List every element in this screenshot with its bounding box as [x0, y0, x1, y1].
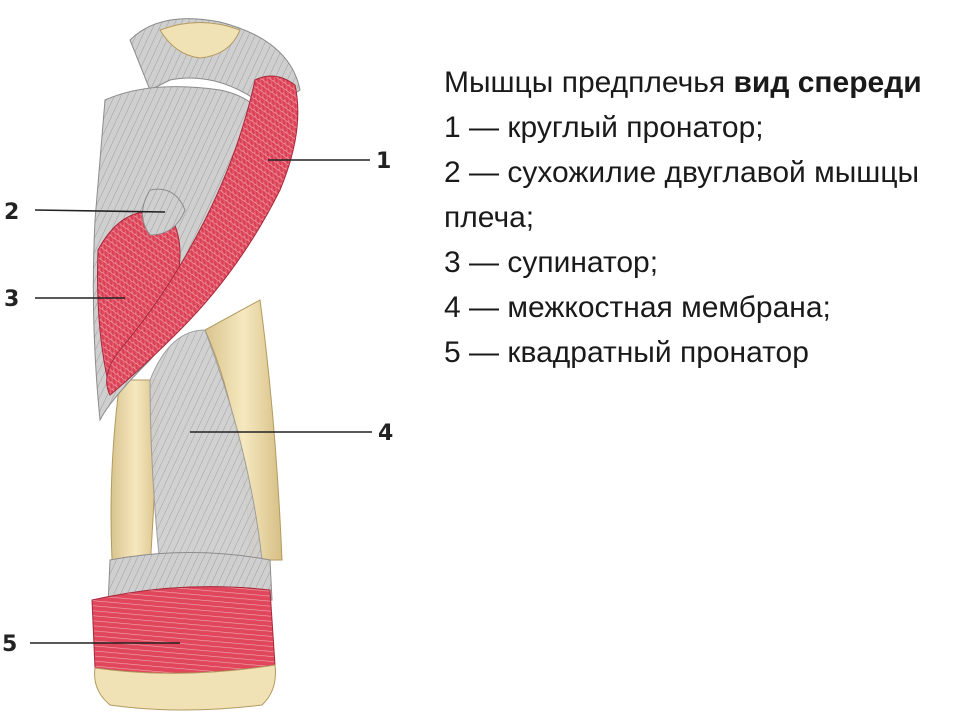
- label-number-4: 4: [378, 421, 393, 446]
- title-bold: вид спереди: [733, 66, 922, 99]
- legend-item-3: 3 — супинатор;: [444, 246, 659, 279]
- title-regular: Мышцы предплечья: [444, 66, 734, 99]
- legend-text-block: Мышцы предплечья вид спереди 1 — круглый…: [444, 60, 944, 375]
- legend-item-2: 2 — сухожилие двуглавой мышцы плеча;: [444, 156, 920, 234]
- legend-item-1: 1 — круглый пронатор;: [444, 111, 764, 144]
- label-number-1: 1: [376, 149, 391, 174]
- pronator-teres-muscle: [106, 75, 299, 396]
- distal-bone-ends: [94, 664, 276, 711]
- label-number-2: 2: [4, 200, 19, 225]
- label-number-5: 5: [2, 632, 17, 657]
- pronator-quadratus-muscle: [91, 586, 276, 674]
- legend-item-5: 5 — квадратный пронатор: [444, 336, 809, 369]
- slide-title: Мышцы предплечья вид спереди: [444, 60, 944, 105]
- forearm-anatomy-illustration: 1 2 3 4 5: [2, 18, 393, 711]
- bone-head: [159, 22, 241, 59]
- legend-item-4: 4 — межкостная мембрана;: [444, 291, 831, 324]
- label-number-3: 3: [4, 287, 19, 312]
- interosseous-membrane: [149, 329, 263, 566]
- leader-line-2: [34, 209, 166, 213]
